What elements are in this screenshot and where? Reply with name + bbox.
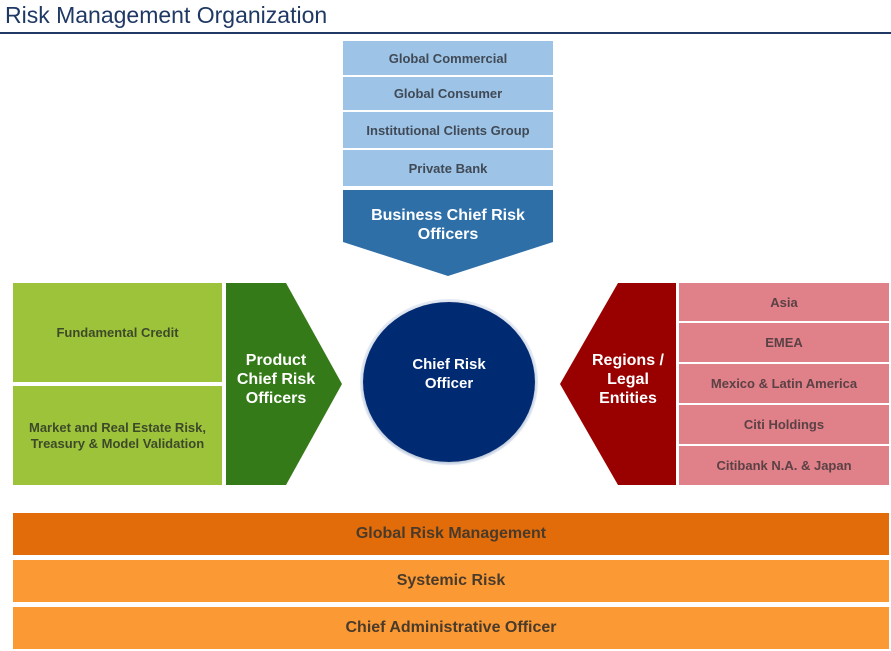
bar-chief-administrative-officer: Chief Administrative Officer <box>13 607 889 649</box>
business-cro-label: Business Chief Risk Officers <box>371 207 525 243</box>
bar-systemic-risk: Systemic Risk <box>13 560 889 602</box>
business-unit-institutional-clients-group: Institutional Clients Group <box>343 112 553 148</box>
circle-fill <box>363 302 535 462</box>
chief-risk-officer-label: Chief Risk Officer <box>412 356 486 392</box>
regions-arrow-shape <box>560 283 676 485</box>
business-unit-global-commercial: Global Commercial <box>343 41 553 75</box>
product-cro-label: Product Chief Risk Officers <box>236 351 316 407</box>
regions-arrow <box>560 283 676 485</box>
product-cro-arrow <box>226 283 342 485</box>
product-arrow-shape <box>226 283 342 485</box>
product-unit-fundamental-credit: Fundamental Credit <box>13 283 222 382</box>
business-cro-arrow <box>343 190 553 276</box>
region-unit-emea: EMEA <box>679 323 889 362</box>
chief-risk-officer-circle <box>360 299 538 465</box>
region-unit-asia: Asia <box>679 283 889 321</box>
business-unit-global-consumer: Global Consumer <box>343 77 553 110</box>
title-divider <box>0 32 891 34</box>
business-arrow-shape <box>343 190 553 276</box>
region-unit-citi-holdings: Citi Holdings <box>679 405 889 444</box>
region-unit-citibank-japan: Citibank N.A. & Japan <box>679 446 889 485</box>
product-unit-market-real-estate: Market and Real Estate Risk, Treasury & … <box>13 386 222 485</box>
regions-label: Regions / Legal Entities <box>591 351 664 407</box>
business-unit-private-bank: Private Bank <box>343 150 553 186</box>
region-unit-mexico-latin-america: Mexico & Latin America <box>679 364 889 403</box>
page-title: Risk Management Organization <box>5 2 328 28</box>
bar-global-risk-management: Global Risk Management <box>13 513 889 555</box>
